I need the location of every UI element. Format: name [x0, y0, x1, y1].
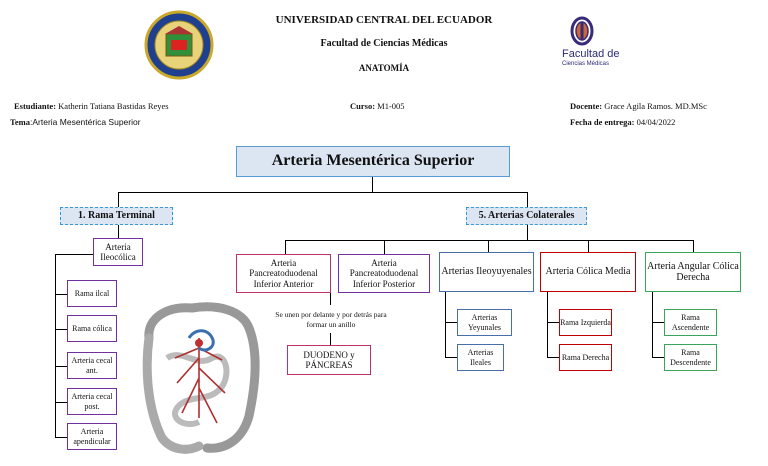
connector [55, 294, 67, 295]
branch-collateral: 5. Arterias Colaterales [466, 207, 587, 225]
connector [588, 240, 589, 252]
faculty-logo: Facultad de Ciencias Médicas [560, 14, 630, 76]
student-value: Katherin Tatiana Bastidas Reyes [56, 101, 169, 111]
connector [384, 240, 385, 254]
connector [55, 366, 67, 367]
course-value: M1-005 [375, 101, 405, 111]
connector [527, 225, 528, 240]
connector [285, 240, 286, 254]
terminal-item-cecal-post: Arteria cecal post. [67, 388, 117, 415]
date-label: Fecha de entrega: [570, 117, 635, 127]
pancreato-anterior-box: Arteria Pancreatoduodenal Inferior Anter… [236, 254, 331, 293]
connector [652, 357, 664, 358]
duodeno-box: DUODENO y PÁNCREAS [287, 345, 371, 375]
connector [55, 402, 67, 403]
angular-box: Arteria Angular Cólica Derecha [645, 252, 741, 292]
colica-item-derecha: Rama Derecha [559, 344, 612, 371]
connector [547, 357, 559, 358]
ileoyeyunales-box: Arterias Ileoyuyenales [439, 252, 534, 292]
connector [330, 293, 331, 305]
connector [652, 322, 664, 323]
connector [118, 192, 527, 193]
ileo-item-yeyunales: Arterias Yeyunales [457, 309, 512, 336]
faculty-logo-text-2: Ciencias Médicas [562, 61, 610, 67]
connector [527, 192, 528, 207]
ileocolica-box: Arteria Ileocólica [93, 238, 143, 266]
student-label: Estudiante: [14, 101, 57, 111]
teacher-value: Grace Agila Ramos. MD.MSc [602, 101, 707, 111]
terminal-item-apendicular: Arteria apendicular [67, 423, 117, 450]
diagram-title: Arteria Mesentérica Superior [236, 146, 510, 177]
terminal-item-cecal-ant: Arteria cecal ant. [67, 352, 117, 379]
topic-info: Tema:Arteria Mesentérica Superior [10, 117, 141, 127]
connector [55, 254, 93, 255]
date-value: 04/04/2022 [634, 117, 676, 127]
angular-item-ascendente: Rama Ascendente [664, 309, 717, 336]
connector [547, 292, 548, 358]
connector [372, 177, 373, 192]
intestine-artery-illustration [137, 298, 263, 456]
faculty-name: Facultad de Ciencias Médicas [320, 38, 448, 49]
terminal-item-ilcal: Rama ilcal [67, 280, 117, 307]
subject-name: ANATOMÍA [358, 63, 410, 73]
connector [55, 437, 67, 438]
terminal-item-colica: Rama cólica [67, 315, 117, 342]
topic-value: :Arteria Mesentérica Superior [30, 117, 141, 127]
pancreato-posterior-box: Arteria Pancreatoduodenal Inferior Poste… [338, 254, 430, 293]
topic-label: Tema [10, 117, 30, 127]
angular-item-descendente: Rama Descendente [664, 344, 717, 371]
course-label: Curso: [350, 101, 376, 111]
connector [285, 240, 693, 241]
connector [693, 240, 694, 252]
date-info: Fecha de entrega: 04/04/2022 [570, 117, 675, 127]
connector [330, 333, 331, 345]
colica-item-izquierda: Rama Izquierda [559, 309, 612, 336]
connector [652, 292, 653, 358]
university-seal-logo [143, 10, 215, 80]
ring-note: Se unen por delante y por detrás para fo… [275, 310, 387, 329]
connector [445, 357, 457, 358]
teacher-label: Docente: [570, 101, 603, 111]
university-name: UNIVERSIDAD CENTRAL DEL ECUADOR [275, 14, 493, 26]
branch-terminal: 1. Rama Terminal [60, 207, 173, 225]
connector [118, 192, 119, 207]
faculty-logo-text-1: Facultad de [562, 48, 620, 60]
connector [118, 225, 119, 238]
colica-media-box: Arteria Cólica Media [540, 252, 636, 292]
teacher-info: Docente: Grace Agila Ramos. MD.MSc [570, 101, 707, 111]
ileo-item-ileales: Arterias Ileales [457, 344, 504, 371]
connector [55, 329, 67, 330]
course-info: Curso: M1-005 [350, 101, 405, 111]
student-info: Estudiante: Katherin Tatiana Bastidas Re… [14, 101, 169, 111]
connector [55, 254, 56, 438]
connector [547, 322, 559, 323]
connector [445, 322, 457, 323]
connector [445, 292, 446, 358]
connector [488, 240, 489, 252]
